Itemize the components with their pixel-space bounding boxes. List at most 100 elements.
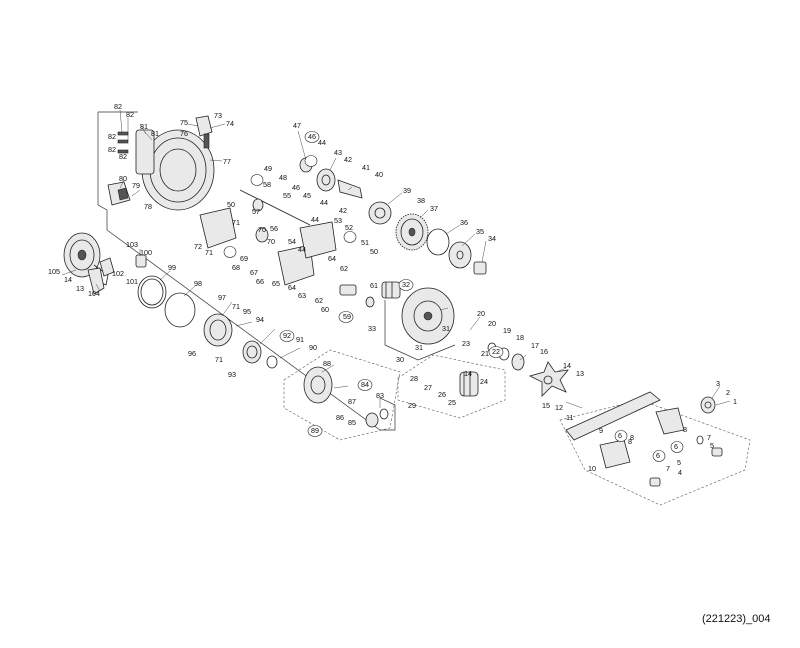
part-label-84: 84 [361,380,369,389]
part-label-55: 55 [283,191,291,200]
part-label-13-2: 13 [76,284,84,293]
part-label-72: 72 [194,242,202,251]
part-labels: 1234556667788891011121313141414151617181… [48,102,737,477]
part-label-82-4: 82 [108,145,116,154]
part-label-82-2: 82 [126,110,134,119]
part-label-15: 15 [542,401,550,410]
bearing-34 [473,261,487,275]
frame-spool-group [384,300,456,361]
washer-91 [266,355,278,369]
part-label-39: 39 [403,186,411,195]
part-label-100: 100 [140,248,152,257]
part-label-64: 64 [328,254,336,263]
part-label-13: 13 [576,369,584,378]
part-label-90: 90 [309,343,317,352]
part-label-14-2: 14 [64,275,72,284]
part-label-99: 99 [168,263,176,272]
part-label-70-2: 70 [267,237,275,246]
part-label-58: 58 [263,180,271,189]
part-label-87: 87 [348,397,356,406]
ring-98 [164,292,196,328]
ring-99 [137,275,167,309]
part-label-26: 26 [438,390,446,399]
part-label-10: 10 [588,464,596,473]
part-label-30: 30 [396,355,404,364]
part-label-25: 25 [448,398,456,407]
part-label-105: 105 [48,267,60,276]
part-label-62-2: 62 [315,296,323,305]
part-label-46-2: 46 [292,183,300,192]
part-label-79: 79 [132,181,140,190]
part-label-59: 59 [343,312,351,321]
part-label-8-2: 8 [683,425,687,434]
part-label-65: 65 [272,279,280,288]
part-label-20: 20 [477,309,485,318]
part-label-52: 52 [345,223,353,232]
part-label-11: 11 [566,413,573,422]
part-label-57: 57 [252,207,260,216]
part-label-70: 70 [258,225,266,234]
shaft-55 [239,189,311,243]
part-label-98: 98 [194,279,202,288]
part-label-81-2: 81 [151,129,159,138]
spool-24 [459,371,479,397]
part-label-96: 96 [188,349,196,358]
part-label-19: 19 [503,326,511,335]
part-label-43: 43 [334,148,342,157]
part-label-24: 24 [480,377,488,386]
part-label-80: 80 [119,174,127,183]
part-label-2: 2 [726,388,730,397]
part-label-85: 85 [348,418,356,427]
part-label-22: 22 [492,347,500,356]
part-label-76: 76 [180,129,188,138]
part-label-44-4: 44 [298,245,306,254]
bearing-93 [242,340,262,364]
part-label-29: 29 [408,401,416,410]
leader-lines [61,109,731,409]
part-label-71-2: 71 [205,248,213,257]
part-label-8: 8 [628,437,632,446]
part-label-14-3: 14 [464,369,472,378]
part-label-28: 28 [410,374,418,383]
part-label-66: 66 [256,277,264,286]
part-label-9: 9 [599,426,603,435]
pinion-62 [339,284,375,308]
lever-102 [99,257,115,277]
part-label-74: 74 [226,119,234,128]
clip-104 [87,267,105,295]
part-label-7-2: 7 [707,433,711,442]
document-code: (221223)_004 [702,613,771,625]
thumb-bar-80 [107,181,131,206]
part-label-31: 31 [442,324,450,333]
part-label-50: 50 [227,200,235,209]
part-label-44-3: 44 [311,215,319,224]
part-label-5: 5 [677,458,681,467]
part-label-95: 95 [243,307,251,316]
callout-circles [223,131,684,462]
drive-gear-37 [395,213,429,251]
part-label-67: 67 [250,268,258,277]
part-label-71: 71 [232,218,240,227]
handle-knob-8a [655,407,685,435]
part-label-41: 41 [362,163,370,172]
bearing-4 [649,435,723,487]
part-label-7: 7 [666,464,670,473]
part-label-77: 77 [223,157,231,166]
part-label-5-2: 5 [710,441,714,450]
part-label-38: 38 [417,196,425,205]
part-label-36: 36 [460,218,468,227]
part-label-6-2: 6 [674,442,678,451]
group-box-29 [397,354,506,419]
part-label-75: 75 [180,118,188,127]
part-label-61: 61 [370,281,378,290]
part-label-48: 48 [279,173,287,182]
part-label-42: 42 [344,155,352,164]
part-label-12: 12 [555,403,563,412]
part-label-21: 21 [481,349,489,358]
part-label-97: 97 [218,293,226,302]
frame-33 [401,287,455,345]
part-label-46: 46 [308,132,316,141]
part-label-86: 86 [336,413,344,422]
frame-left-panel [97,111,396,431]
